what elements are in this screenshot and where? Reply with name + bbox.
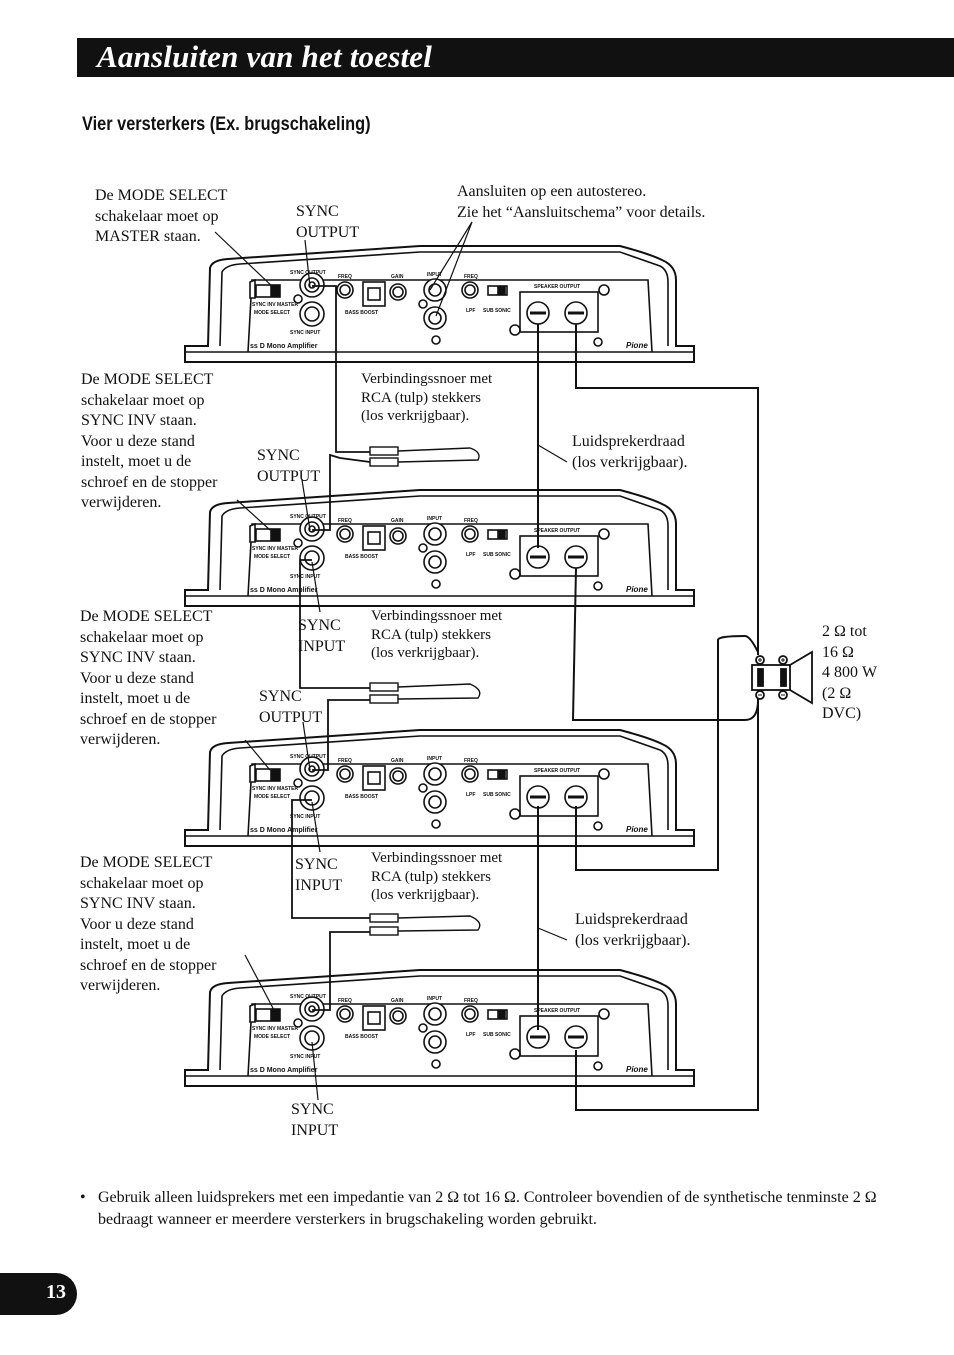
panel-label-input: INPUT — [427, 756, 442, 762]
label-head-unit: Aansluiten op een autostereo. Zie het “A… — [457, 183, 706, 221]
panel-label-input: INPUT — [427, 516, 442, 522]
label-speaker-wire-2: Luidsprekerdraad (los verkrijgbaar). — [575, 911, 691, 949]
label-mode-sync-inv-2: De MODE SELECT schakelaar moet op SYNC I… — [81, 371, 218, 511]
panel-label-lpf: LPF — [466, 792, 475, 798]
page-header-title: Aansluiten van het toestel — [97, 39, 433, 74]
label-mode-sync-inv-4: De MODE SELECT schakelaar moet op SYNC I… — [80, 854, 217, 994]
label-sync-input-4: SYNC INPUT — [291, 1101, 339, 1139]
panel-label-sync-input: SYNC INPUT — [290, 330, 320, 336]
panel-label-gain: GAIN — [391, 758, 404, 764]
label-sync-input-3: SYNC INPUT — [295, 856, 343, 894]
panel-label-speaker-output: SPEAKER OUTPUT — [534, 528, 580, 534]
panel-label-mode-select: MODE SELECT — [254, 794, 290, 800]
panel-label-freq: FREQ — [338, 998, 352, 1004]
label-sync-output-2: SYNC OUTPUT — [257, 447, 321, 485]
panel-label-sub-sonic: SUB SONIC — [483, 1032, 511, 1038]
label-sync-output-3: SYNC OUTPUT — [259, 688, 323, 726]
panel-label-bass-boost: BASS BOOST — [345, 794, 378, 800]
panel-label-lpf-freq: FREQ — [464, 518, 478, 524]
panel-label-input: INPUT — [427, 272, 442, 278]
panel-label-speaker-output: SPEAKER OUTPUT — [534, 1008, 580, 1014]
panel-label-sub-sonic: SUB SONIC — [483, 552, 511, 558]
panel-label-lpf: LPF — [466, 308, 475, 314]
rca-cable-3 — [369, 913, 481, 936]
speaker-icon — [751, 650, 813, 705]
label-sync-input-2: SYNC INPUT — [298, 617, 346, 655]
panel-label-sync-input: SYNC INPUT — [290, 1054, 320, 1060]
panel-label-gain: GAIN — [391, 274, 404, 280]
panel-label-sub-sonic: SUB SONIC — [483, 308, 511, 314]
note-text: Gebruik alleen luidsprekers met een impe… — [98, 1189, 877, 1228]
label-rca-2: Verbindingssnoer met RCA (tulp) stekkers… — [371, 608, 503, 661]
panel-label-bass-boost: BASS BOOST — [345, 1034, 378, 1040]
panel-label-lpf: LPF — [466, 1032, 475, 1038]
panel-label-freq: FREQ — [338, 274, 352, 280]
label-rca-3: Verbindingssnoer met RCA (tulp) stekkers… — [371, 850, 503, 903]
panel-label-mode-options: SYNC INV MASTER — [252, 786, 299, 792]
panel-label-lpf: LPF — [466, 552, 475, 558]
page-number: 13 — [46, 1281, 66, 1303]
panel-model-name: ss D Mono Amplifier — [250, 343, 318, 350]
panel-label-input: INPUT — [427, 996, 442, 1002]
rca-cable-2 — [369, 682, 481, 704]
panel-label-sync-input: SYNC INPUT — [290, 814, 320, 820]
bullet: • — [80, 1189, 86, 1206]
panel-label-gain: GAIN — [391, 518, 404, 524]
panel-model-name: ss D Mono Amplifier — [250, 587, 318, 594]
panel-label-mode-select: MODE SELECT — [254, 1034, 290, 1040]
panel-label-sync-input: SYNC INPUT — [290, 574, 320, 580]
panel-label-freq: FREQ — [338, 758, 352, 764]
label-mode-sync-inv-3: De MODE SELECT schakelaar moet op SYNC I… — [80, 608, 217, 748]
section-title: Vier versterkers (Ex. brugschakeling) — [82, 114, 371, 135]
panel-label-mode-options: SYNC INV MASTER — [252, 302, 299, 308]
panel-label-bass-boost: BASS BOOST — [345, 554, 378, 560]
rca-cable-1 — [369, 446, 480, 467]
label-rca-1: Verbindingssnoer met RCA (tulp) stekkers… — [361, 371, 493, 424]
panel-label-lpf-freq: FREQ — [464, 998, 478, 1004]
header-bar: Aansluiten van het toestel — [77, 38, 954, 77]
panel-label-freq: FREQ — [338, 518, 352, 524]
panel-label-sync-output: SYNC OUTPUT — [290, 994, 326, 1000]
page-number-tab: 13 — [0, 1273, 77, 1315]
panel-model-name: ss D Mono Amplifier — [250, 827, 318, 834]
panel-label-gain: GAIN — [391, 998, 404, 1004]
label-mode-master: De MODE SELECT schakelaar moet op MASTER… — [95, 187, 228, 245]
panel-label-speaker-output: SPEAKER OUTPUT — [534, 768, 580, 774]
amplifier-panel-labels-4: SYNC OUTPUT SYNC INPUT SYNC INV MASTER M… — [250, 994, 580, 1074]
panel-label-mode-options: SYNC INV MASTER — [252, 546, 299, 552]
panel-label-sub-sonic: SUB SONIC — [483, 792, 511, 798]
impedance-note: • Gebruik alleen luidsprekers met een im… — [80, 1187, 900, 1230]
panel-label-mode-options: SYNC INV MASTER — [252, 1026, 299, 1032]
panel-label-lpf-freq: FREQ — [464, 758, 478, 764]
label-sync-output-1: SYNC OUTPUT — [296, 203, 360, 241]
panel-label-lpf-freq: FREQ — [464, 274, 478, 280]
label-speaker-spec: 2 Ω tot 16 Ω 4 800 W (2 Ω DVC) — [822, 623, 878, 722]
panel-label-speaker-output: SPEAKER OUTPUT — [534, 284, 580, 290]
panel-label-mode-select: MODE SELECT — [254, 310, 290, 316]
panel-label-mode-select: MODE SELECT — [254, 554, 290, 560]
label-speaker-wire-1: Luidsprekerdraad (los verkrijgbaar). — [572, 433, 688, 471]
panel-label-bass-boost: BASS BOOST — [345, 310, 378, 316]
panel-model-name: ss D Mono Amplifier — [250, 1067, 318, 1074]
